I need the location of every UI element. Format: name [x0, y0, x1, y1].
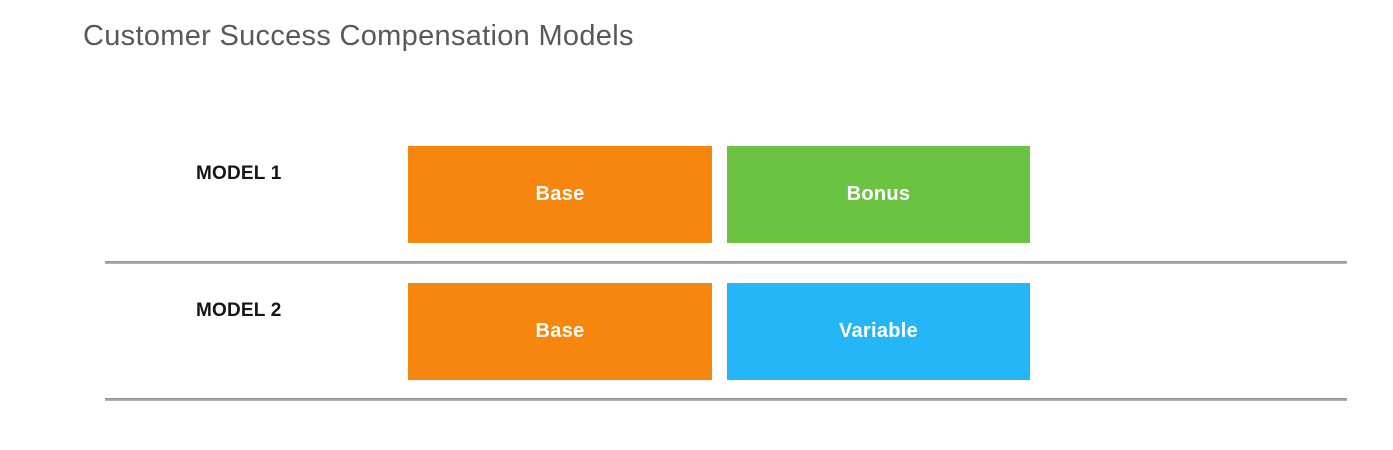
- model-2-label: MODEL 2: [196, 300, 282, 321]
- model-1-base-box: Base: [408, 146, 712, 243]
- model-1-label: MODEL 1: [196, 163, 282, 184]
- page-title: Customer Success Compensation Models: [83, 20, 634, 52]
- model-1-base-label: Base: [535, 183, 585, 205]
- model-2-variable-box: Variable: [727, 283, 1030, 380]
- model-1-bonus-box: Bonus: [727, 146, 1030, 243]
- model-2-base-label: Base: [535, 320, 585, 342]
- row-divider-line: [105, 261, 1347, 264]
- model-2-base-box: Base: [408, 283, 712, 380]
- model-2-variable-label: Variable: [838, 320, 919, 342]
- model-1-bonus-label: Bonus: [846, 183, 911, 205]
- row-divider-line: [105, 398, 1347, 401]
